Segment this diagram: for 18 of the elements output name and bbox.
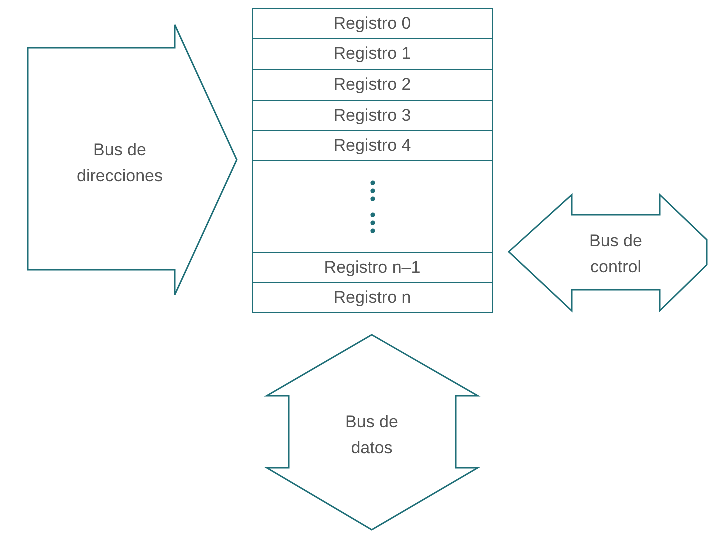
register-label: Registro 0 bbox=[334, 12, 412, 35]
register-label: Registro n bbox=[334, 286, 412, 309]
register-cell bbox=[252, 8, 493, 39]
register-cell bbox=[252, 69, 493, 101]
register-label: Registro 3 bbox=[334, 104, 412, 127]
bus-label: Bus de datos bbox=[344, 412, 400, 459]
register-cell bbox=[252, 130, 493, 161]
register-label: Registro n–1 bbox=[324, 256, 421, 279]
register-label: Registro 4 bbox=[334, 134, 412, 157]
register-cell bbox=[252, 282, 493, 313]
register-cell bbox=[252, 38, 493, 70]
bus-label: Bus de direcciones bbox=[76, 140, 164, 187]
register-label: Registro 1 bbox=[334, 43, 412, 66]
register-cell bbox=[252, 160, 493, 253]
bus-label: Bus de control bbox=[588, 230, 644, 278]
register-cell bbox=[252, 252, 493, 283]
register-label: Registro 2 bbox=[334, 74, 412, 96]
register-cell bbox=[252, 100, 493, 131]
